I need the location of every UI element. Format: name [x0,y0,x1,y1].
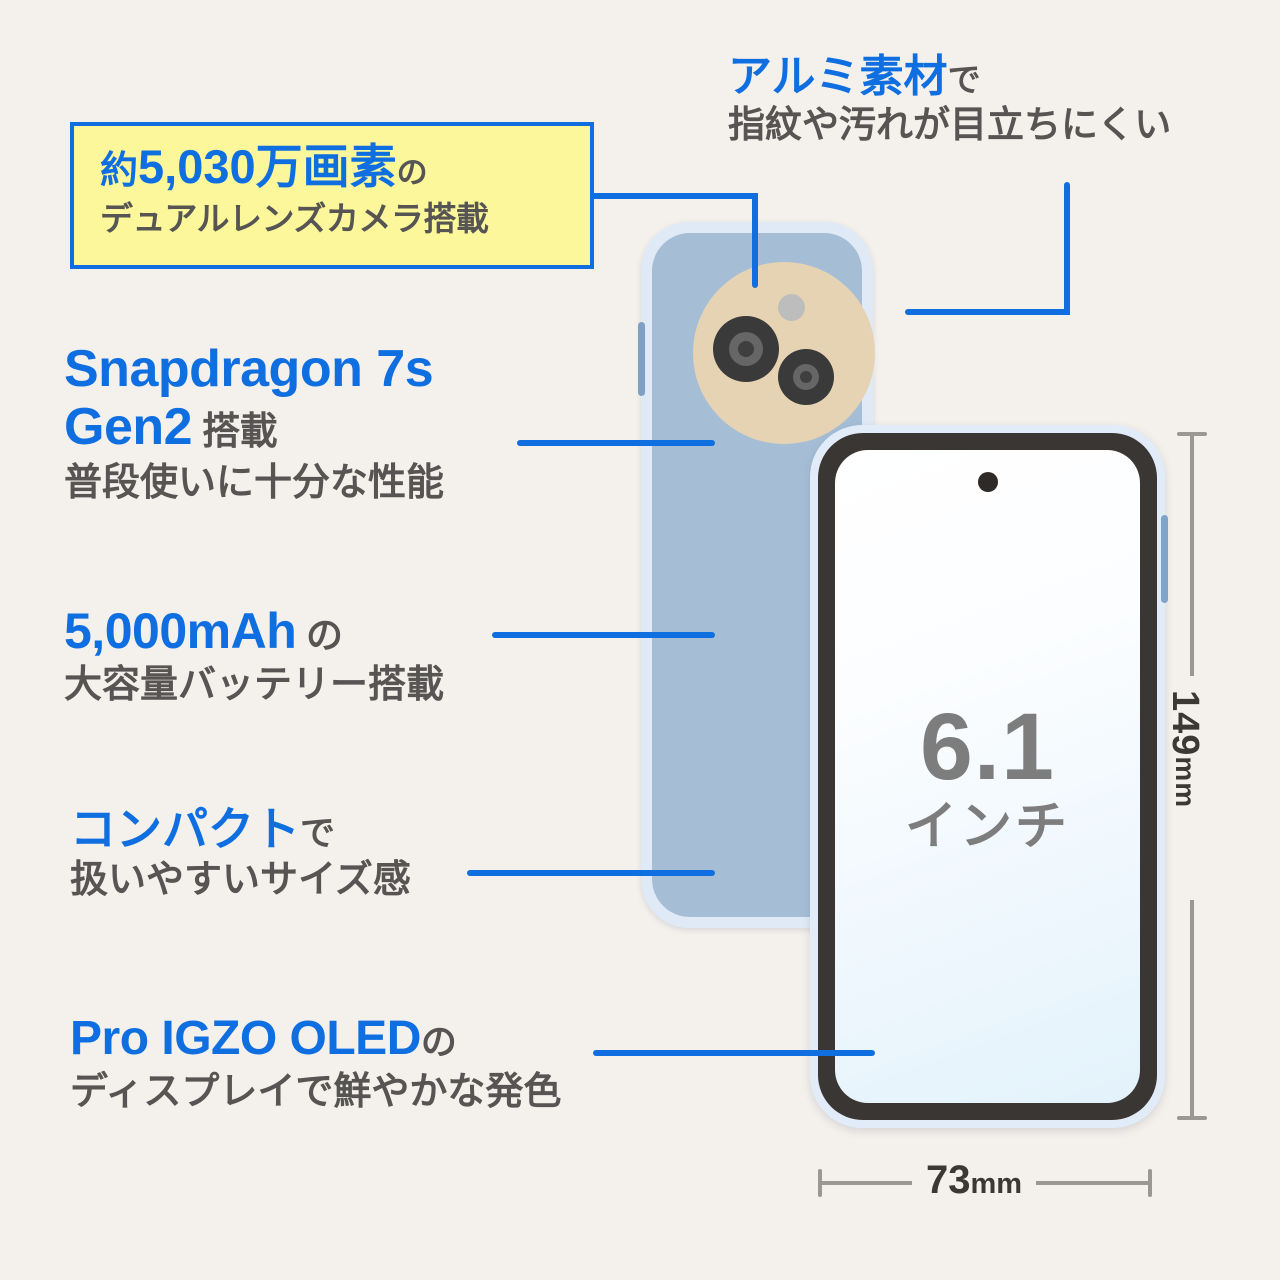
callout-aluminium-suffix: で [947,61,981,98]
callout-aluminium-value: アルミ素材 [728,52,948,101]
callout-chipset-line2-value: Gen2 [64,398,193,457]
back-phone-side-button [638,322,645,396]
callout-display-suffix: の [420,1021,457,1062]
callout-compact-suffix: で [300,814,336,853]
front-phone-bezel: 6.1 インチ [818,433,1157,1120]
screen-size-value: 6.1 [919,694,1056,800]
callout-camera: 約5,030万画素の デュアルレンズカメラ搭載 [70,122,594,269]
callout-display-line1: Pro IGZO OLEDの [70,1012,561,1067]
height-dimension-unit: mm [1170,756,1201,809]
callout-chipset-line3: 普段使いに十分な性能 [64,461,445,504]
width-dimension-unit: mm [970,1168,1023,1200]
front-camera-punch-hole-icon [977,472,998,492]
callout-compact-line1: コンパクトで [70,803,411,855]
camera-flash-icon [778,294,805,321]
width-dimension-label: 73mm [912,1158,1037,1203]
height-dimension-cap-bottom [1177,1116,1207,1120]
callout-compact-value: コンパクト [70,803,300,855]
callout-aluminium-line2: 指紋や汚れが目立ちにくい [728,104,1172,146]
callout-aluminium: アルミ素材で 指紋や汚れが目立ちにくい [728,52,1171,148]
callout-chipset-line2-suffix: 搭載 [202,411,278,454]
callout-camera-line2: デュアルレンズカメラ搭載 [100,199,489,237]
callout-display-line2: ディスプレイで鮮やかな発色 [70,1070,562,1113]
callout-camera-prefix: 約 [100,150,139,192]
lens-pupil [800,371,812,383]
callout-camera-particle: の [396,155,428,190]
callout-battery-value: 5,000mAh [64,603,297,659]
height-dimension-cap-top [1177,432,1207,436]
width-dimension-value: 73 [926,1158,971,1202]
lens-pupil [738,341,754,357]
height-dimension-label: 149mm [1163,690,1206,808]
callout-compact: コンパクトで 扱いやすいサイズ感 [70,803,411,905]
phone-front-view: 6.1 インチ [810,425,1168,1128]
callout-chipset-line1: Snapdragon 7s [64,340,434,398]
width-dimension-cap-right [1148,1169,1152,1197]
callout-battery-suffix: の [306,615,343,656]
callout-chipset: Snapdragon 7s Gen2 搭載 普段使いに十分な性能 [64,340,444,507]
callout-aluminium-line1: アルミ素材で [728,52,1171,101]
callout-battery-line2: 大容量バッテリー搭載 [64,664,445,706]
height-dimension-value: 149 [1164,690,1206,757]
callout-battery-line1: 5,000mAh の [64,603,444,660]
callout-camera-value: 5,030万画素 [138,140,397,193]
height-dimension-label-backdrop [1182,676,1202,900]
camera-lens-main-icon [713,316,779,382]
callout-display: Pro IGZO OLEDの ディスプレイで鮮やかな発色 [70,1012,561,1116]
callout-chipset-line2: Gen2 搭載 [64,398,444,457]
front-phone-screen: 6.1 インチ [835,450,1140,1103]
screen-size-unit: インチ [904,798,1070,856]
front-phone-side-button [1161,515,1168,603]
callout-display-value: Pro IGZO OLED [70,1012,421,1065]
callout-compact-line2: 扱いやすいサイズ感 [70,859,411,902]
width-dimension-cap-left [818,1169,822,1197]
camera-lens-secondary-icon [778,349,834,405]
callout-battery: 5,000mAh の 大容量バッテリー搭載 [64,603,444,710]
callout-camera-line1: 約5,030万画素の [100,140,590,193]
camera-module [693,262,875,444]
